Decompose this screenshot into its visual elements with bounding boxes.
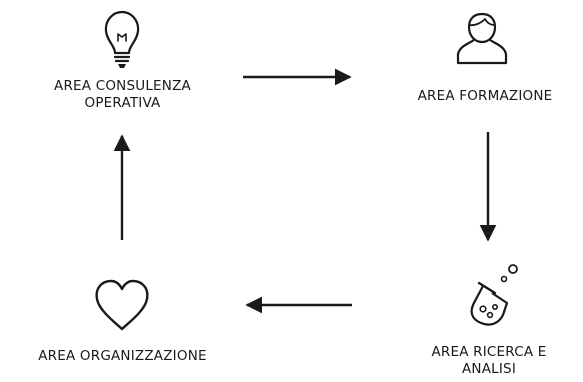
user-icon: [456, 12, 508, 65]
lightbulb-icon: [104, 10, 140, 68]
node-label: AREA FORMAZIONE: [417, 88, 553, 104]
node-organizzazione: AREA ORGANIZZAZIONE: [0, 255, 245, 382]
node-ricerca-analisi: AREA RICERCA E ANALISI: [395, 255, 583, 382]
heart-icon: [95, 279, 149, 331]
node-label: AREA ORGANIZZAZIONE: [38, 348, 207, 364]
node-consulenza-operativa: AREA CONSULENZA OPERATIVA: [0, 0, 245, 130]
node-formazione: AREA FORMAZIONE: [380, 0, 583, 120]
flask-icon: [470, 264, 518, 326]
node-label: AREA RICERCA E ANALISI: [431, 344, 547, 377]
node-label: AREA CONSULENZA OPERATIVA: [54, 78, 191, 111]
